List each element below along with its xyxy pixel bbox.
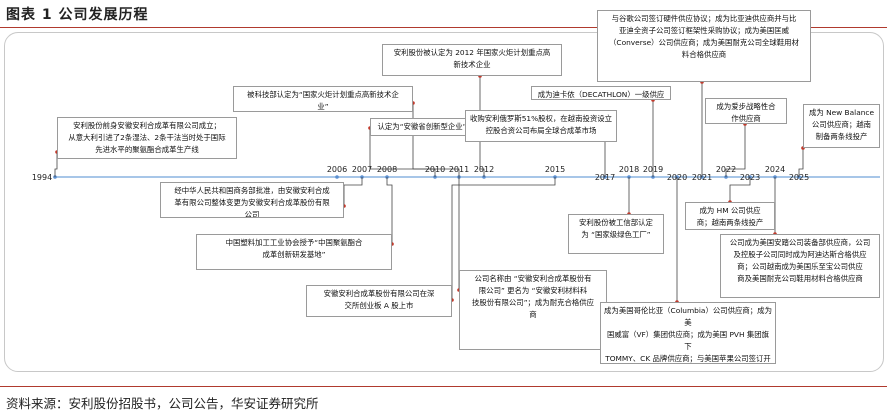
connector-line: [729, 177, 751, 202]
event-box-2012: 安利股份被认定为 2012 年国家火炬计划重点高 新技术企业: [382, 44, 562, 76]
connector-line: [343, 177, 363, 206]
event-box-2021: 与谷歌公司签订硬件供应协议；成为比亚迪供应商并与比 亚迪全资子公司签订框架性采购…: [597, 10, 811, 82]
year-label: 2020: [666, 173, 688, 182]
event-box-2011: 安徽安利合成革股份有限公司在深 交所创业板 A 股上市: [306, 285, 452, 317]
connector-line: [798, 148, 804, 177]
connector-line: [458, 177, 556, 290]
connector-line: [451, 177, 460, 300]
year-label: 2008: [376, 165, 398, 174]
event-box-2008: 中国塑料加工工业协会授予“中国聚氨酯合 成革创新研发基地”: [196, 234, 392, 270]
event-box-2019: 成为迪卡侬（DECATHLON）一级供应商: [531, 86, 671, 100]
year-label: 2007: [351, 165, 373, 174]
event-box-2022: 成为爱步战略性合 作供应商: [705, 98, 787, 124]
year-label: 2017: [594, 173, 616, 182]
year-tick: [335, 175, 339, 179]
source-note: 资料来源：安利股份招股书，公司公告，华安证券研究所: [6, 396, 319, 411]
source-rule: [0, 386, 887, 387]
timeline-panel: [4, 32, 884, 372]
year-label: 2015: [544, 165, 566, 174]
event-box-2025: 成为 New Balance 公司供应商；越南 制备两条线投产: [803, 104, 880, 148]
year-label: 2010: [424, 165, 446, 174]
connector-line: [54, 152, 58, 177]
title-rule: [0, 27, 887, 28]
year-label: 2012: [473, 165, 495, 174]
event-box-2007: 经中华人民共和国商务部批准，由安徽安利合成 革有限公司整体变更为安徽安利合成革股…: [160, 182, 344, 218]
event-box-2023: 成为 HM 公司供应 商；越南两条线投产: [685, 202, 775, 230]
event-box-2017: 收购安利俄罗斯51%股权，在越南投资设立 控股合资公司布局全球合成革市场: [465, 110, 617, 142]
connector-line: [725, 124, 746, 177]
year-label: 2021: [691, 173, 713, 182]
year-label: 2022: [715, 165, 737, 174]
connector-line: [369, 128, 460, 177]
event-box-2018: 安利股份被工信部认定 为 “国家级绿色工厂”: [568, 214, 664, 254]
event-box-1994: 安利股份前身安徽安利合成革有限公司成立； 从意大利引进了2条湿法、2条干法当时处…: [57, 117, 237, 159]
year-label: 2024: [764, 165, 786, 174]
year-label: 2025: [788, 173, 810, 182]
event-box-2024: 公司成为美国安踏公司装备部供应商，公司 及控股子公司同时成为阿迪达斯合格供应 商…: [720, 234, 880, 298]
year-label: 2018: [618, 165, 640, 174]
event-box-2020: 成为美国哥伦比亚（Columbia）公司供应商；成为美 国威富（VF）集团供应商…: [600, 302, 776, 364]
year-label: 2006: [326, 165, 348, 174]
year-label: 2019: [642, 165, 664, 174]
year-label: 2011: [448, 165, 470, 174]
year-label: 2023: [739, 173, 761, 182]
year-label: 1994: [31, 173, 53, 182]
event-box-2015: 公司名称由 “安徽安利合成革股份有 限公司” 更名为 “安徽安利材料科 技股份有…: [459, 270, 607, 350]
connector-line: [386, 177, 393, 244]
event-box-2011: 认定为“安徽省创新型企业”: [370, 118, 474, 136]
event-box-2010: 被科技部认定为“国家火炬计划重点高新技术企 业”: [233, 86, 413, 112]
figure-title: 图表 1 公司发展历程: [6, 7, 149, 23]
